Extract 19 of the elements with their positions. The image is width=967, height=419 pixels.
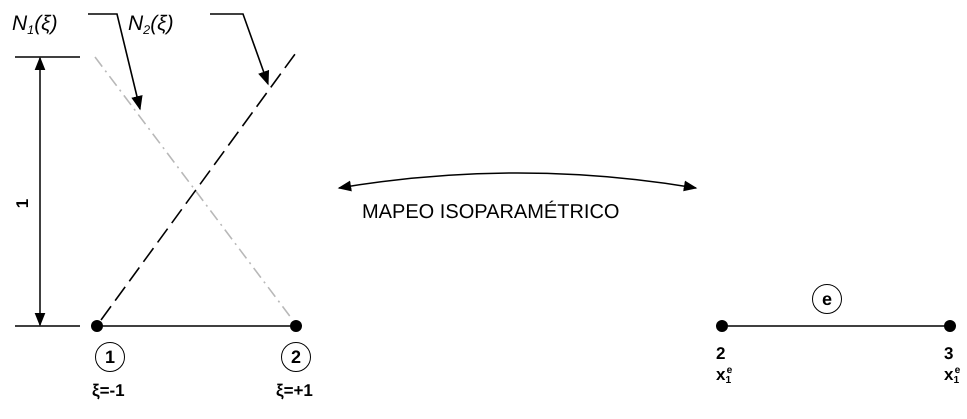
node-dot bbox=[716, 320, 728, 332]
node-number-circle: 2 bbox=[281, 342, 311, 372]
mapping-label: MAPEO ISOPARAMÉTRICO bbox=[362, 202, 620, 222]
node-dot bbox=[944, 320, 956, 332]
node-number-circle: 1 bbox=[95, 342, 125, 372]
node-dot bbox=[290, 320, 302, 332]
element-line bbox=[728, 325, 944, 327]
coordinate-label: ξ=-1 bbox=[92, 382, 125, 399]
node-dot bbox=[91, 320, 103, 332]
node-number-circle: e bbox=[812, 284, 842, 314]
leader-line bbox=[88, 13, 143, 110]
coordinate-label: ξ=+1 bbox=[276, 382, 313, 399]
function-label: N$_{1}$(ξ) bbox=[12, 13, 58, 36]
node-number: 2 bbox=[716, 345, 726, 362]
node-number: 3 bbox=[944, 345, 954, 362]
element-line bbox=[103, 325, 290, 327]
function-label: N$_{2}$(ξ) bbox=[128, 13, 174, 36]
leader-line bbox=[210, 13, 270, 86]
dimension-value: 1 bbox=[14, 198, 32, 208]
